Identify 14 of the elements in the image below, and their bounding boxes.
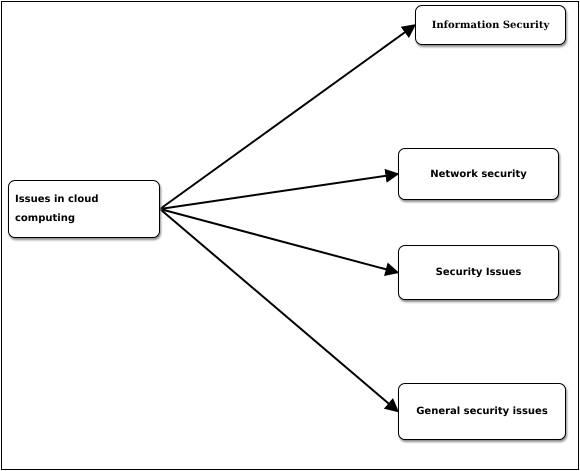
node-label: Issues in cloud computing: [15, 193, 100, 226]
process-box: [398, 245, 559, 300]
process-box: [398, 148, 559, 200]
arrow: [160, 208, 400, 276]
process-box: [415, 5, 566, 45]
node-label: Network security: [430, 168, 527, 182]
node-label: Information Security: [432, 18, 550, 32]
process-box: [398, 383, 566, 440]
node-label: Security Issues: [436, 266, 522, 280]
arrow: [159, 208, 400, 412]
arrow: [160, 168, 400, 210]
process-box: [8, 180, 160, 238]
node-label: General security issues: [416, 405, 548, 419]
arrow: [159, 24, 416, 210]
